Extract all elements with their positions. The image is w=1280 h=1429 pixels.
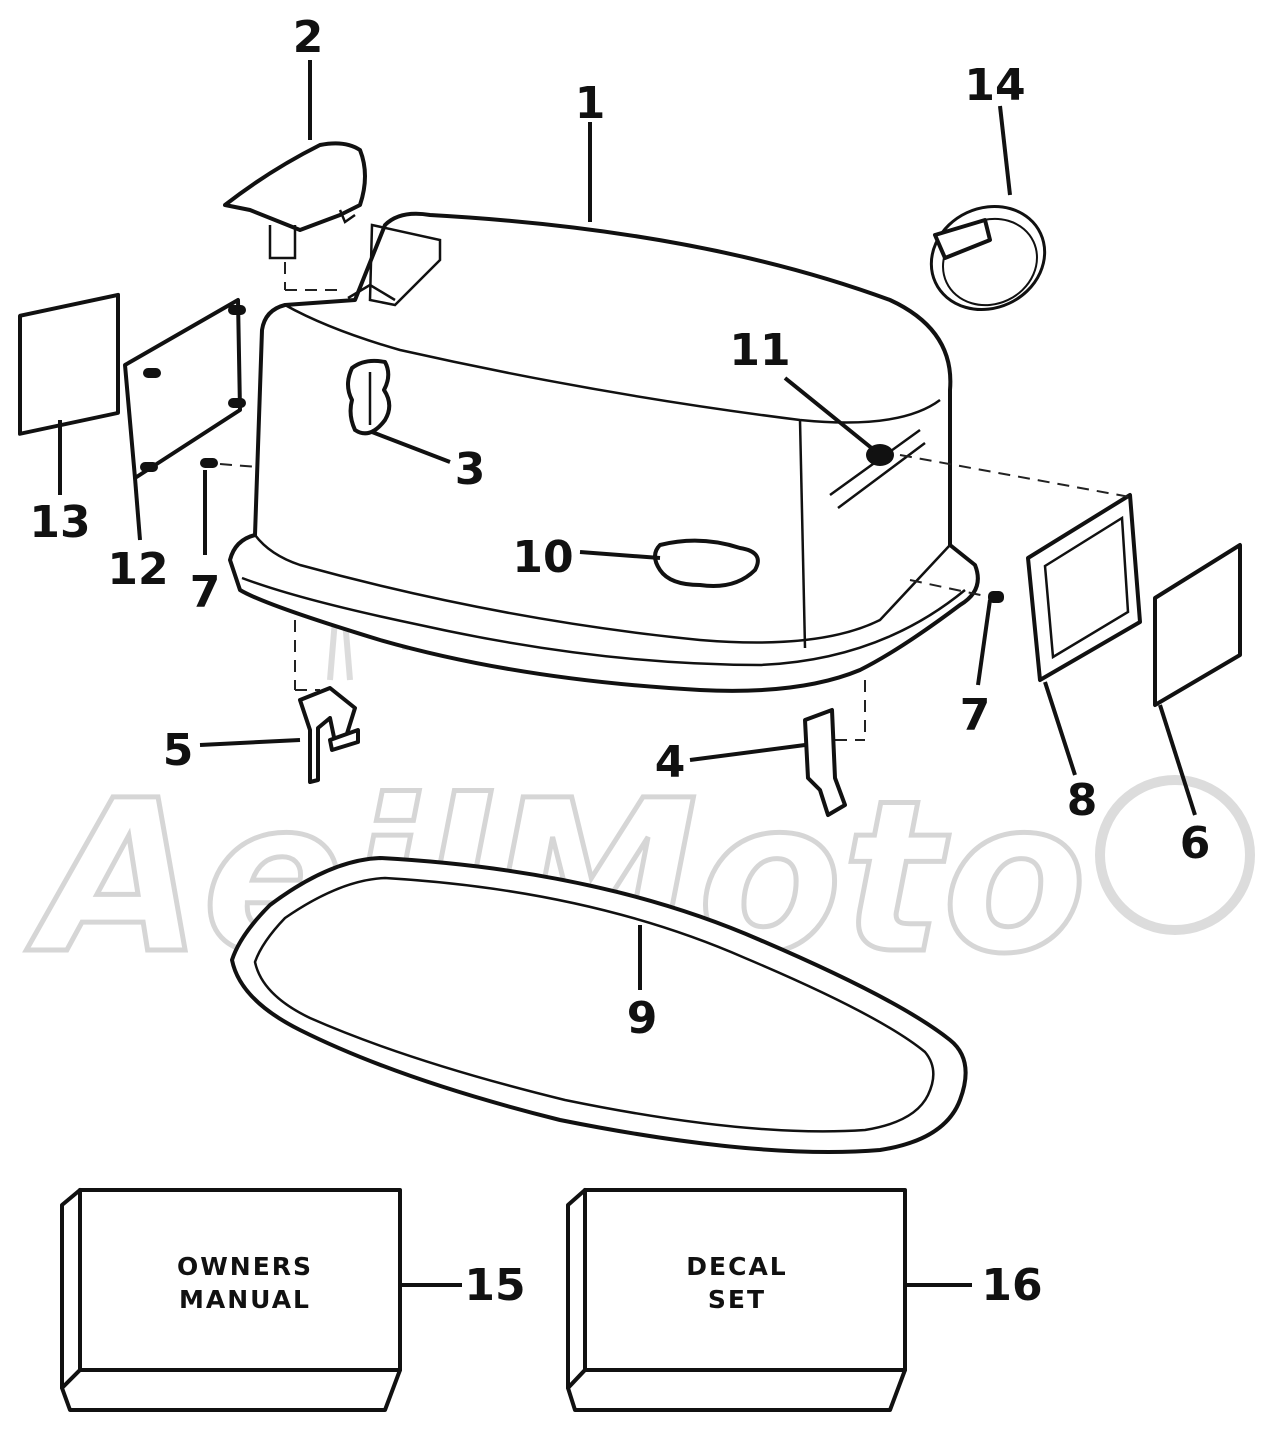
callout-4: 4	[655, 737, 686, 788]
part-frame	[1026, 493, 1142, 682]
callout-7-left: 7	[190, 567, 221, 618]
callout-9: 9	[627, 993, 658, 1044]
part-hook-right	[803, 680, 866, 817]
callout-6: 6	[1180, 818, 1211, 869]
callout-1: 1	[575, 78, 606, 129]
manual-line-2: MANUAL	[179, 1285, 311, 1314]
decal-line-1: DECAL	[686, 1252, 787, 1281]
leader-lines	[58, 60, 1197, 1287]
pin-left-icon	[200, 458, 218, 468]
part-gasket	[230, 856, 968, 1154]
callout-7-right: 7	[960, 690, 991, 741]
callout-8: 8	[1067, 775, 1098, 826]
callout-16: 16	[981, 1260, 1042, 1311]
watermark-wheel-icon	[1095, 775, 1255, 935]
part-cowl	[228, 211, 980, 693]
callout-labels: 1 2 3 4 5 6 7 7 8 9 10 11 12 13 14 15 16	[29, 12, 1210, 1311]
part-bracket-plate	[123, 298, 246, 480]
callout-11: 11	[729, 325, 790, 376]
decal-line-2: SET	[708, 1285, 766, 1314]
callout-2: 2	[293, 12, 324, 63]
callout-15: 15	[464, 1260, 525, 1311]
pin-right-icon	[988, 591, 1004, 603]
callout-14: 14	[964, 60, 1025, 111]
callout-12: 12	[107, 544, 168, 595]
callout-5: 5	[163, 725, 194, 776]
part-cap	[223, 141, 367, 291]
callout-13: 13	[29, 497, 90, 548]
part-hook-left	[294, 620, 360, 784]
callout-10: 10	[512, 532, 573, 583]
manual-line-1: OWNERS	[177, 1252, 313, 1281]
callout-3: 3	[455, 444, 486, 495]
part-decal-right	[1153, 543, 1242, 707]
part-decal-left	[18, 292, 120, 436]
part-cable	[929, 204, 1047, 312]
part-owners-manual: OWNERS MANUAL	[60, 1188, 402, 1412]
part-decal-set: DECAL SET	[566, 1188, 907, 1412]
